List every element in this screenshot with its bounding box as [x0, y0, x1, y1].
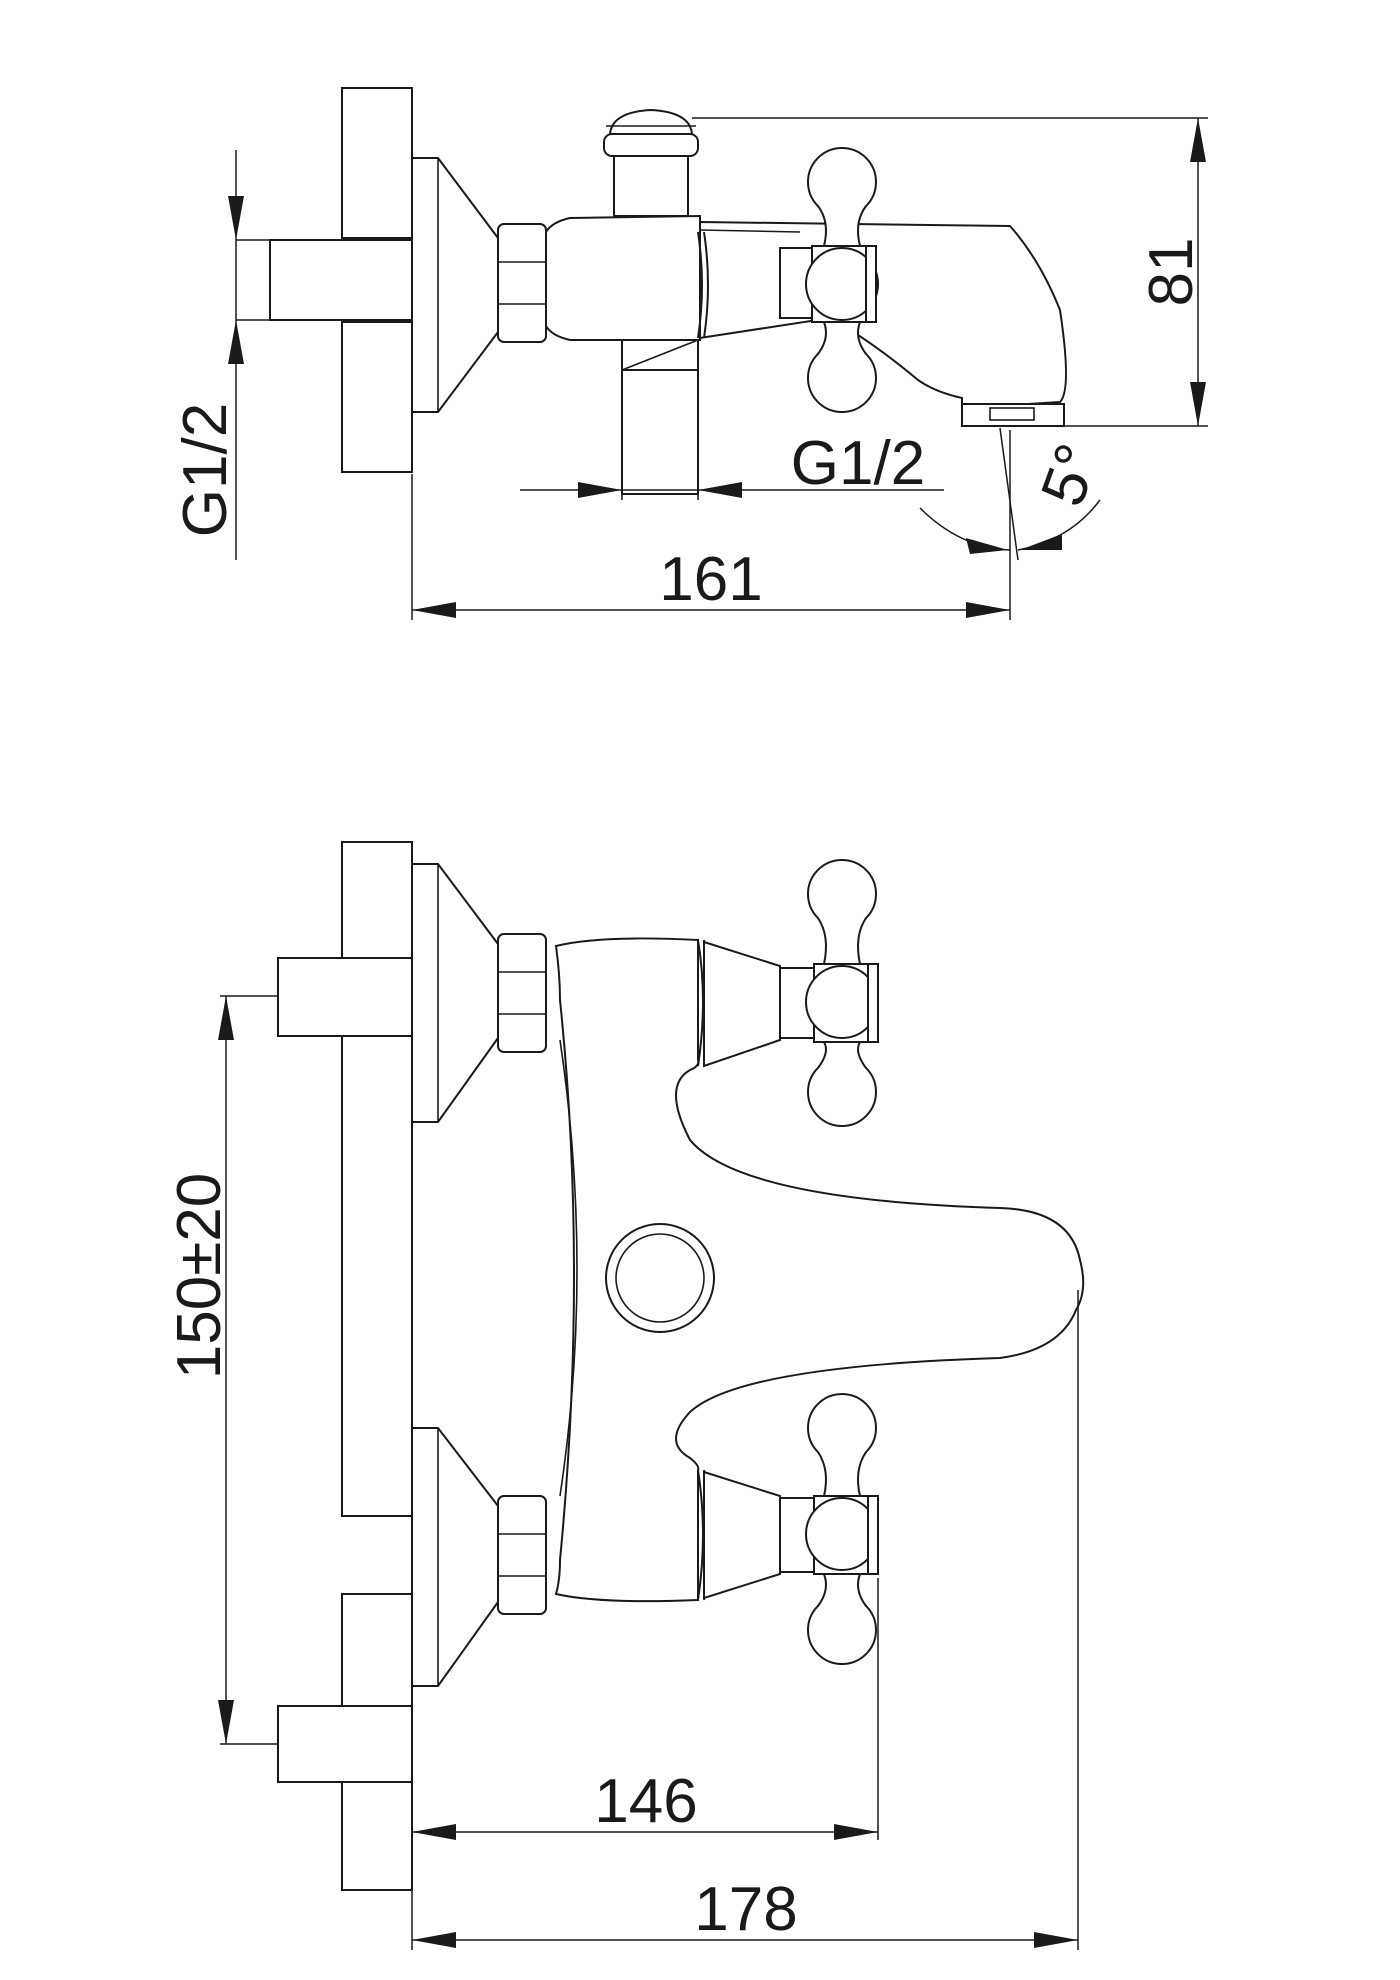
centre-distance-label: 150±20	[165, 1173, 234, 1379]
lower-outlet	[621, 339, 699, 495]
dimension-161: 161	[412, 545, 1010, 618]
overall-depth-label: 178	[694, 1875, 797, 1944]
hex-nut	[497, 223, 547, 343]
wall-section	[269, 87, 413, 473]
diverter-knob	[603, 108, 699, 217]
lower-flange	[411, 1427, 499, 1687]
handle-depth-label: 146	[594, 1767, 697, 1836]
outlet-thread-label: G1/2	[791, 429, 925, 498]
dimension-178: 178	[412, 1875, 1078, 1948]
upper-flange	[411, 863, 499, 1123]
upper-hex-nut	[497, 933, 547, 1053]
dimension-g12-outlet: G1/2	[520, 429, 944, 498]
dimension-150: 150±20	[165, 996, 234, 1744]
diverter-hole	[605, 1223, 715, 1333]
side-view: 81 161 G1/2 G1/2 5°	[171, 87, 1208, 620]
upper-valve	[697, 859, 879, 1127]
front-view: 150±20 146 178	[165, 841, 1085, 1950]
dimension-81-label: 81	[1137, 238, 1206, 307]
front-wall-section	[277, 841, 413, 1891]
flange	[411, 157, 499, 413]
dimension-g12-inlet: G1/2	[171, 196, 244, 537]
spout-angle-label: 5°	[1028, 435, 1113, 514]
dimension-146: 146	[412, 1767, 878, 1840]
spout	[699, 220, 1067, 410]
angle-5-degree: 5°	[919, 435, 1113, 554]
mixer-body	[554, 937, 1085, 1603]
lower-hex-nut	[497, 1495, 547, 1615]
inlet-thread-label: G1/2	[171, 403, 240, 537]
dimension-161-label: 161	[659, 545, 762, 614]
lower-valve	[697, 1393, 879, 1665]
dimension-81: 81	[1137, 118, 1206, 426]
side-handle	[779, 147, 879, 413]
valve-body	[545, 214, 701, 341]
